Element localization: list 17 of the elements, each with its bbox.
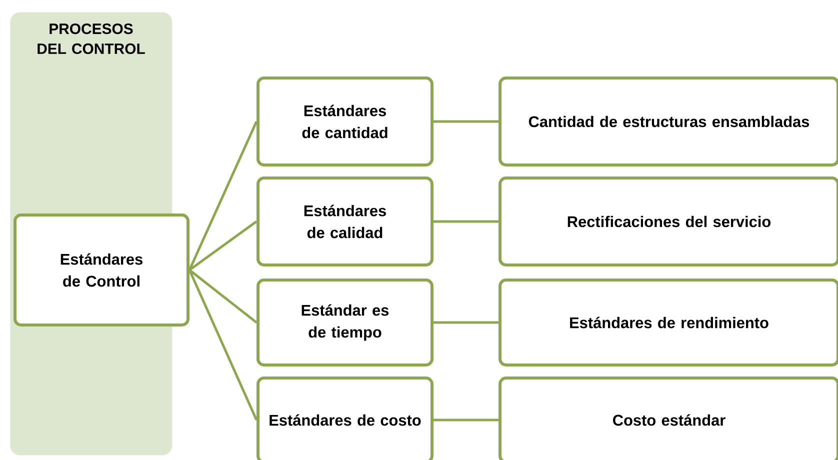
process-box: Estándares de rendimiento	[498, 278, 838, 366]
process-box: Estándares de cantidad	[256, 76, 434, 166]
process-box: Estándares de calidad	[256, 176, 434, 266]
connector-line	[434, 418, 498, 422]
process-box: Rectificaciones del servicio	[498, 176, 838, 266]
process-box: Cantidad de estructuras ensambladas	[498, 76, 838, 166]
process-box: Estándares de costo	[256, 376, 434, 460]
connector-line	[434, 220, 498, 223]
connector-line	[434, 120, 498, 123]
process-box: Costo estándar	[498, 376, 838, 460]
connector-line	[434, 321, 498, 324]
connector-line	[188, 269, 258, 420]
connector-line	[188, 220, 258, 271]
connector-line	[188, 269, 258, 324]
process-box: Estándar es de tiempo	[256, 278, 434, 366]
process-box: Estándares de Control	[14, 214, 190, 326]
connector-line	[188, 120, 258, 270]
